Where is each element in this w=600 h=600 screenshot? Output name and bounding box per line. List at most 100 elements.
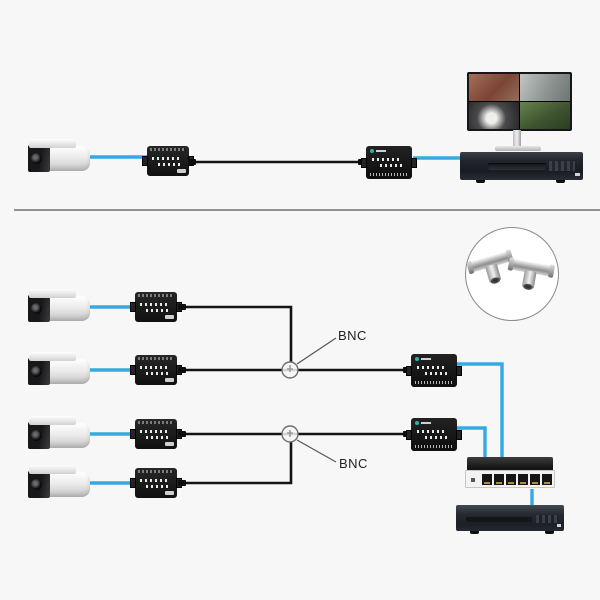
bnc-connector-stub <box>178 304 186 310</box>
camera-front <box>28 471 50 498</box>
quad-view-monitor <box>467 72 572 131</box>
bnc-label-top: BNC <box>338 328 367 343</box>
video-transmitter-3 <box>130 419 182 449</box>
brand-text <box>421 358 431 360</box>
brand-dot-icon <box>415 421 419 425</box>
camera-front <box>28 358 50 385</box>
dvr-disc-tray <box>488 163 546 170</box>
t-connector-stem <box>521 270 537 289</box>
nvr-led <box>557 524 561 527</box>
cable-blue-rx2-to-switch <box>457 426 487 459</box>
camera-body <box>44 472 90 497</box>
cctv-feed-4 <box>520 102 570 129</box>
switch-top <box>467 457 553 471</box>
device-markings <box>425 372 449 375</box>
ethernet-port-2 <box>494 474 504 485</box>
bnc-label-bottom: BNC <box>339 456 368 471</box>
camera-lens-icon <box>31 303 42 314</box>
monitor-stand-pole <box>513 130 521 146</box>
dvr-led <box>575 173 580 176</box>
dvr-recorder <box>460 152 583 180</box>
bnc-junction-1-mark <box>287 365 293 372</box>
device-foot <box>476 180 485 183</box>
device-markings <box>380 164 404 167</box>
brand-dot-icon <box>370 149 374 153</box>
video-transmitter-4 <box>130 468 182 498</box>
ethernet-port-6 <box>542 474 552 485</box>
device-footer-text <box>415 445 453 448</box>
nvr-buttons <box>536 515 558 523</box>
brand-text <box>421 422 431 424</box>
cctv-camera-4 <box>28 465 90 501</box>
device-label <box>165 378 174 382</box>
camera-lens-icon <box>31 479 42 490</box>
device-footer-text <box>415 381 453 384</box>
device-markings <box>146 485 168 488</box>
camera-front <box>28 145 50 172</box>
cable-blue-rx1-to-switch <box>457 362 504 459</box>
brand-text <box>376 150 386 152</box>
terminal-strip <box>138 470 174 473</box>
bnc-connector-stub <box>188 159 196 165</box>
device-label <box>165 442 174 446</box>
camera-lens-icon <box>31 366 42 377</box>
device-foot <box>545 531 554 534</box>
camera-sunshield <box>29 465 76 474</box>
t-connector-stem <box>485 263 502 284</box>
video-receiver-2 <box>406 418 462 451</box>
camera-body <box>44 146 90 171</box>
dvr-buttons <box>549 161 575 171</box>
switch-led <box>471 478 475 482</box>
ethernet-port-4 <box>518 474 528 485</box>
bnc-connector-stub <box>178 431 186 437</box>
video-transmitter-top <box>142 146 194 176</box>
terminal-strip <box>138 357 174 360</box>
device-markings <box>158 163 180 166</box>
terminal-strip <box>138 294 174 297</box>
camera-body <box>44 359 90 384</box>
bnc-connector-stub <box>178 367 186 373</box>
camera-lens-icon <box>31 430 42 441</box>
device-footer-text <box>370 173 408 176</box>
bnc-t-connectors-photo <box>465 227 559 321</box>
bnc-label-leader-bottom <box>296 439 337 463</box>
bnc-connector-stub <box>178 480 186 486</box>
device-markings <box>372 158 402 161</box>
device-label <box>177 169 186 173</box>
device-markings <box>417 366 447 369</box>
device-markings <box>425 436 449 439</box>
cctv-camera-top <box>28 139 90 175</box>
camera-body <box>44 296 90 321</box>
device-foot <box>470 531 479 534</box>
ethernet-port-5 <box>530 474 540 485</box>
ethernet-port-1 <box>482 474 492 485</box>
terminal-strip <box>150 148 186 151</box>
device-markings <box>146 309 168 312</box>
monitor-stand-base <box>495 146 541 151</box>
brand-dot-icon <box>415 357 419 361</box>
camera-lens-icon <box>31 153 42 164</box>
cctv-camera-2 <box>28 352 90 388</box>
device-markings <box>146 372 168 375</box>
camera-sunshield <box>29 416 76 425</box>
device-markings <box>140 430 168 433</box>
camera-body <box>44 423 90 448</box>
cctv-camera-1 <box>28 289 90 325</box>
video-receiver-1 <box>406 354 462 387</box>
cctv-feed-3 <box>469 102 519 129</box>
device-markings <box>140 479 168 482</box>
camera-sunshield <box>29 139 76 148</box>
bnc-label-leader-top <box>296 337 337 365</box>
video-transmitter-1 <box>130 292 182 322</box>
device-markings <box>417 430 447 433</box>
camera-front <box>28 422 50 449</box>
ethernet-port-3 <box>506 474 516 485</box>
device-label <box>165 491 174 495</box>
camera-front <box>28 295 50 322</box>
nvr-front-groove <box>466 517 532 522</box>
device-markings <box>146 436 168 439</box>
section-divider <box>14 209 600 211</box>
device-foot <box>556 180 565 183</box>
